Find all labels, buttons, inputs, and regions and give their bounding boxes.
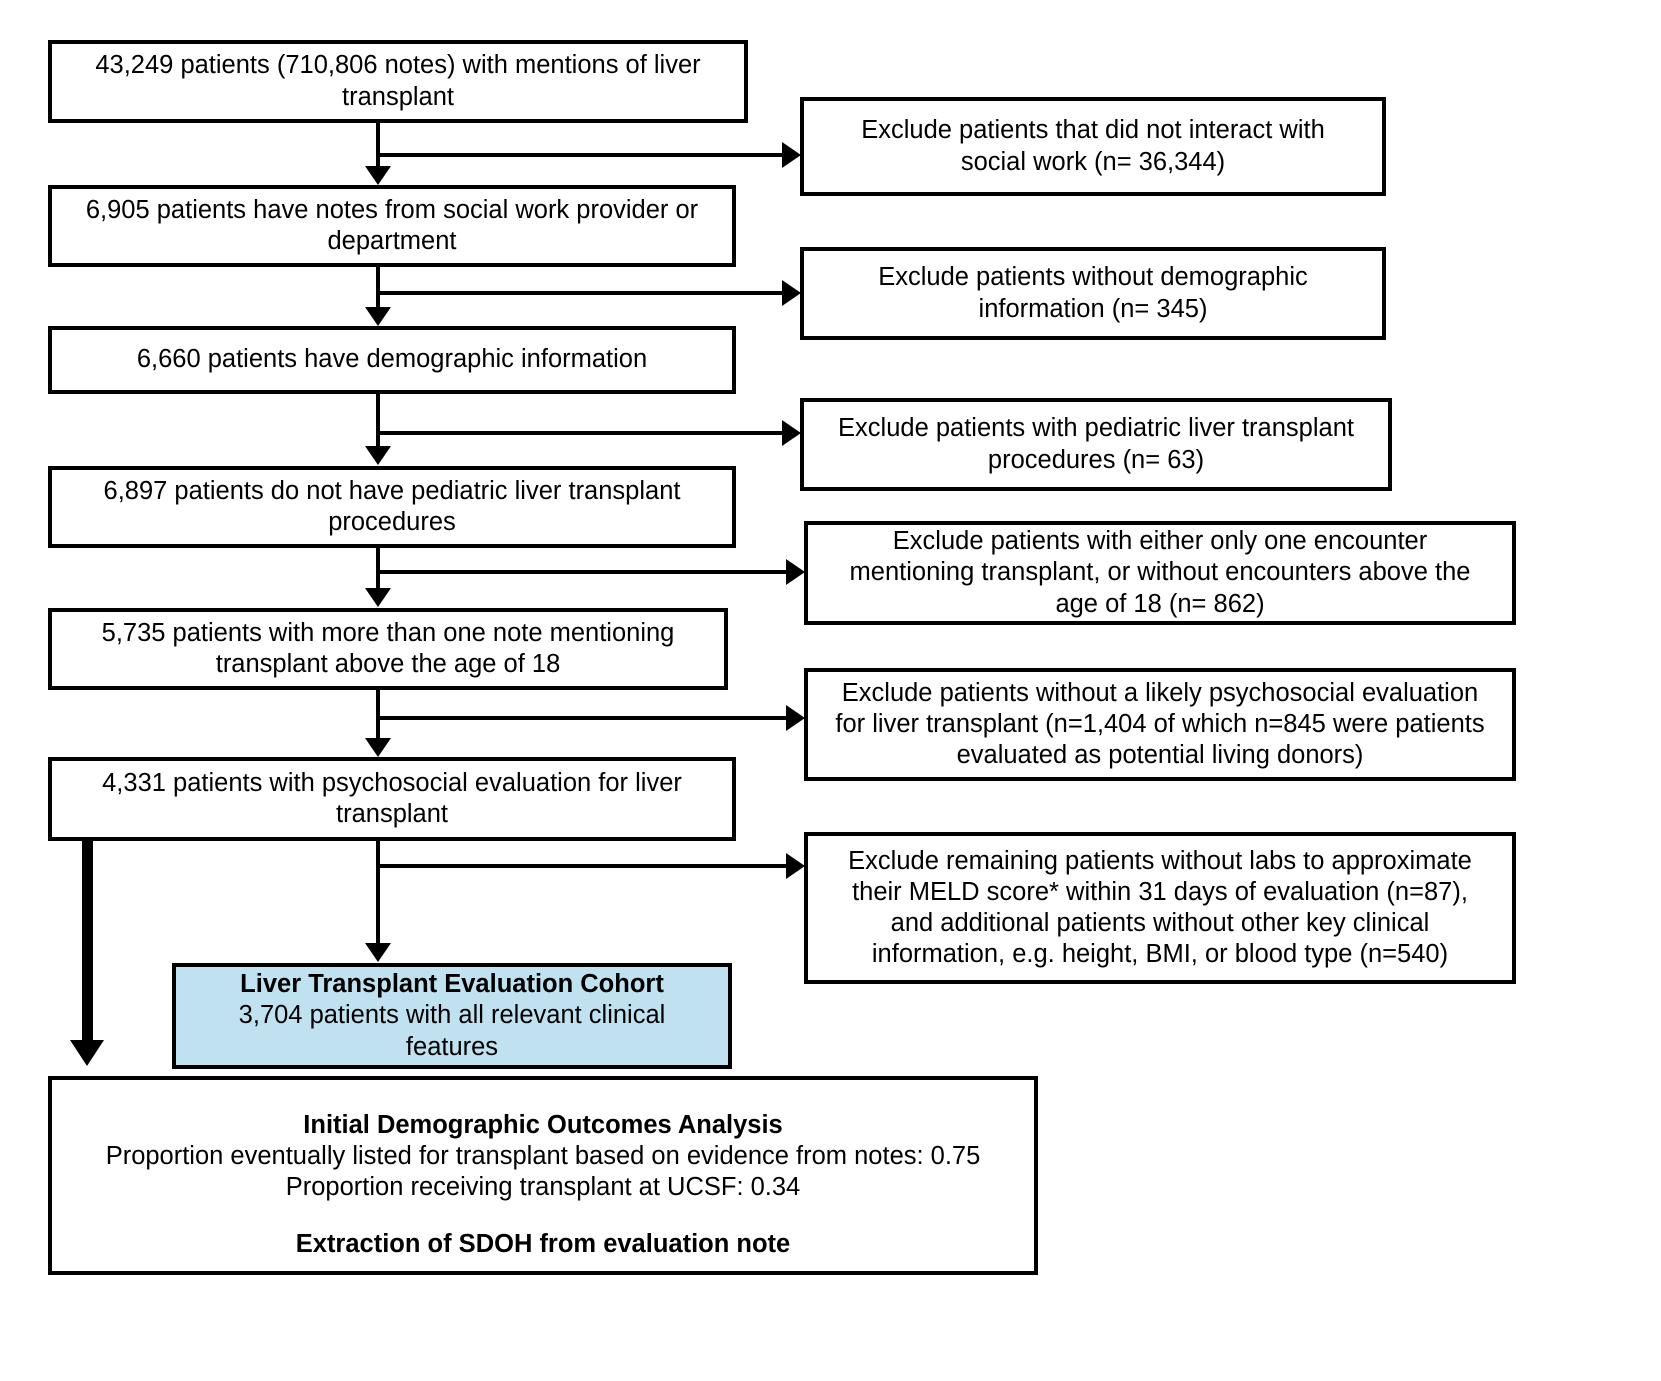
outcomes-footer: Extraction of SDOH from evaluation note xyxy=(295,1230,791,1259)
outcomes-line2: Proportion receiving transplant at UCSF:… xyxy=(285,1173,801,1202)
cohort-box-line1: 3,704 patients with all relevant clinica… xyxy=(238,1001,666,1030)
inclusion-box-1-line1: 43,249 patients (710,806 notes) with men… xyxy=(95,51,701,80)
inclusion-box-5-text: 5,735 patients with more than one note m… xyxy=(64,618,712,680)
exclusion-box-5: Exclude patients without a likely psycho… xyxy=(804,668,1516,781)
exclusion-box-1-line2: social work (n= 36,344) xyxy=(960,147,1226,176)
arrow-down-1 xyxy=(365,166,391,185)
cohort-box: Liver Transplant Evaluation Cohort 3,704… xyxy=(172,963,732,1069)
exclusion-box-6-line2: their MELD score* within 31 days of eval… xyxy=(852,877,1468,906)
arrow-right-2 xyxy=(782,280,801,306)
arrow-down-5 xyxy=(365,738,391,757)
inclusion-box-5-line1: 5,735 patients with more than one note m… xyxy=(101,618,675,647)
inclusion-box-4-text: 6,897 patients do not have pediatric liv… xyxy=(64,476,720,538)
cohort-box-text: Liver Transplant Evaluation Cohort 3,704… xyxy=(188,969,716,1062)
exclusion-box-2-line1: Exclude patients without demographic xyxy=(878,263,1308,292)
connector-branch-1 xyxy=(376,153,786,157)
outcomes-box: Initial Demographic Outcomes Analysis Pr… xyxy=(48,1076,1038,1275)
connector-vertical-6 xyxy=(376,841,380,945)
exclusion-box-2: Exclude patients without demographic inf… xyxy=(800,247,1386,340)
exclusion-box-6-line1: Exclude remaining patients without labs … xyxy=(848,846,1472,875)
inclusion-box-6-text: 4,331 patients with psychosocial evaluat… xyxy=(64,768,720,830)
connector-vertical-3 xyxy=(376,394,380,447)
exclusion-box-2-line2: information (n= 345) xyxy=(978,294,1208,323)
arrow-right-6 xyxy=(786,853,805,879)
exclusion-box-4-line3: age of 18 (n= 862) xyxy=(1055,589,1265,618)
exclusion-box-1-text: Exclude patients that did not interact w… xyxy=(816,115,1370,177)
connector-branch-2 xyxy=(376,291,786,295)
exclusion-box-6-text: Exclude remaining patients without labs … xyxy=(820,846,1500,970)
exclusion-box-6-line3: and additional patients without other ke… xyxy=(890,909,1430,937)
inclusion-box-4-line1: 6,897 patients do not have pediatric liv… xyxy=(103,476,681,505)
exclusion-box-1: Exclude patients that did not interact w… xyxy=(800,97,1386,196)
exclusion-box-4-line1: Exclude patients with either only one en… xyxy=(892,527,1428,556)
exclusion-box-5-text: Exclude patients without a likely psycho… xyxy=(820,678,1500,771)
exclusion-box-1-line1: Exclude patients that did not interact w… xyxy=(861,116,1325,145)
inclusion-box-2: 6,905 patients have notes from social wo… xyxy=(48,185,736,267)
cohort-box-line2: features xyxy=(405,1032,499,1061)
cohort-box-title: Liver Transplant Evaluation Cohort xyxy=(240,970,664,999)
inclusion-box-5: 5,735 patients with more than one note m… xyxy=(48,608,728,690)
exclusion-box-6-line4: information, e.g. height, BMI, or blood … xyxy=(871,940,1449,969)
inclusion-box-6-line2: transplant xyxy=(336,800,448,828)
exclusion-box-4: Exclude patients with either only one en… xyxy=(804,521,1516,625)
exclusion-box-4-text: Exclude patients with either only one en… xyxy=(820,526,1500,619)
connector-branch-4 xyxy=(376,570,790,574)
inclusion-box-4-line2: procedures xyxy=(328,508,456,536)
arrow-down-2 xyxy=(365,307,391,326)
exclusion-box-3-line1: Exclude patients with pediatric liver tr… xyxy=(838,414,1354,443)
inclusion-box-2-line2: department xyxy=(327,227,457,255)
exclusion-box-3: Exclude patients with pediatric liver tr… xyxy=(800,398,1392,491)
connector-vertical-thick xyxy=(82,841,93,1043)
arrow-right-3 xyxy=(782,420,801,446)
arrow-right-1 xyxy=(782,142,801,168)
inclusion-box-3-line1: 6,660 patients have demographic informat… xyxy=(136,345,648,374)
connector-vertical-4 xyxy=(376,548,380,590)
connector-vertical-2 xyxy=(376,267,380,310)
inclusion-box-5-line2: transplant above the age of 18 xyxy=(215,650,561,678)
outcomes-heading: Initial Demographic Outcomes Analysis xyxy=(303,1111,783,1139)
inclusion-box-3: 6,660 patients have demographic informat… xyxy=(48,326,736,394)
exclusion-box-3-text: Exclude patients with pediatric liver tr… xyxy=(816,413,1376,475)
connector-branch-5 xyxy=(376,716,790,720)
arrow-right-4 xyxy=(786,559,805,585)
connector-vertical-5 xyxy=(376,690,380,739)
arrow-down-6 xyxy=(365,943,391,962)
arrow-right-5 xyxy=(786,705,805,731)
exclusion-box-6: Exclude remaining patients without labs … xyxy=(804,832,1516,984)
inclusion-box-1-text: 43,249 patients (710,806 notes) with men… xyxy=(64,50,732,112)
exclusion-box-5-line3: evaluated as potential living donors) xyxy=(956,741,1364,770)
arrow-down-4 xyxy=(365,588,391,607)
connector-branch-3 xyxy=(376,431,786,435)
inclusion-box-3-text: 6,660 patients have demographic informat… xyxy=(64,344,720,375)
inclusion-box-6: 4,331 patients with psychosocial evaluat… xyxy=(48,757,736,841)
outcomes-line1: Proportion eventually listed for transpl… xyxy=(105,1142,981,1171)
inclusion-box-2-line1: 6,905 patients have notes from social wo… xyxy=(85,195,699,224)
exclusion-box-5-line2: for liver transplant (n=1,404 of which n… xyxy=(835,709,1485,738)
inclusion-box-2-text: 6,905 patients have notes from social wo… xyxy=(64,195,720,257)
inclusion-box-6-line1: 4,331 patients with psychosocial evaluat… xyxy=(102,768,682,797)
connector-branch-6 xyxy=(376,864,790,868)
exclusion-box-3-line2: procedures (n= 63) xyxy=(987,445,1205,474)
exclusion-box-4-line2: mentioning transplant, or without encoun… xyxy=(849,558,1471,587)
inclusion-box-1: 43,249 patients (710,806 notes) with men… xyxy=(48,40,748,123)
arrow-down-thick xyxy=(70,1040,104,1066)
exclusion-box-5-line1: Exclude patients without a likely psycho… xyxy=(841,678,1479,707)
connector-vertical-1 xyxy=(376,123,380,168)
exclusion-box-2-text: Exclude patients without demographic inf… xyxy=(816,262,1370,324)
inclusion-box-4: 6,897 patients do not have pediatric liv… xyxy=(48,466,736,548)
arrow-down-3 xyxy=(365,446,391,465)
inclusion-box-1-line2: transplant xyxy=(342,82,454,111)
